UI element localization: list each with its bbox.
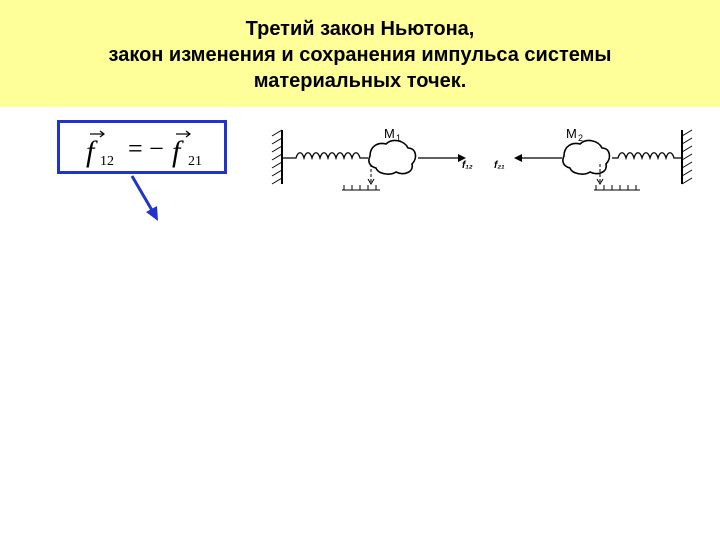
vector-arrow-icon (90, 130, 105, 138)
mass-1-body (368, 139, 417, 175)
mass-2-body (562, 139, 611, 175)
formula-operator: = − (128, 134, 164, 163)
formula-rhs-symbol: f (172, 135, 184, 168)
right-spring (612, 152, 682, 161)
mass-2-index: 2 (578, 133, 583, 143)
force-21-arrow (514, 154, 562, 162)
right-scale (594, 164, 640, 191)
slide-title-line-2: закон изменения и сохранения импульса си… (108, 43, 612, 66)
left-wall (271, 129, 283, 185)
mass-1-label: M (384, 126, 395, 141)
slide-title-line-3: материальных точек. (253, 69, 467, 92)
left-spring (282, 152, 368, 161)
force-12-arrow (418, 154, 466, 162)
newton-third-law-formula: f 12 = − f 21 (57, 120, 227, 174)
pointer-arrow-icon (130, 175, 158, 221)
force-12-label: f₁₂ (462, 160, 473, 171)
mass-2-label: M (566, 126, 577, 141)
force-21-label: f₂₁ (494, 160, 505, 171)
spring-masses-diagram: M 1 f₁₂ f₂₁ M 2 (271, 126, 693, 191)
mass-1-index: 1 (396, 133, 401, 143)
formula-rhs-index: 21 (188, 154, 202, 169)
formula-lhs-index: 12 (100, 154, 114, 169)
left-scale (342, 164, 380, 191)
slide-title-band: Третий закон Ньютона, закон изменения и … (0, 0, 720, 107)
formula-graphic: f 12 = − f 21 (86, 130, 202, 169)
right-wall (681, 129, 693, 185)
vector-arrow-icon (176, 130, 191, 138)
formula-lhs-symbol: f (86, 135, 98, 168)
slide-title-line-1: Третий закон Ньютона, (245, 17, 475, 40)
